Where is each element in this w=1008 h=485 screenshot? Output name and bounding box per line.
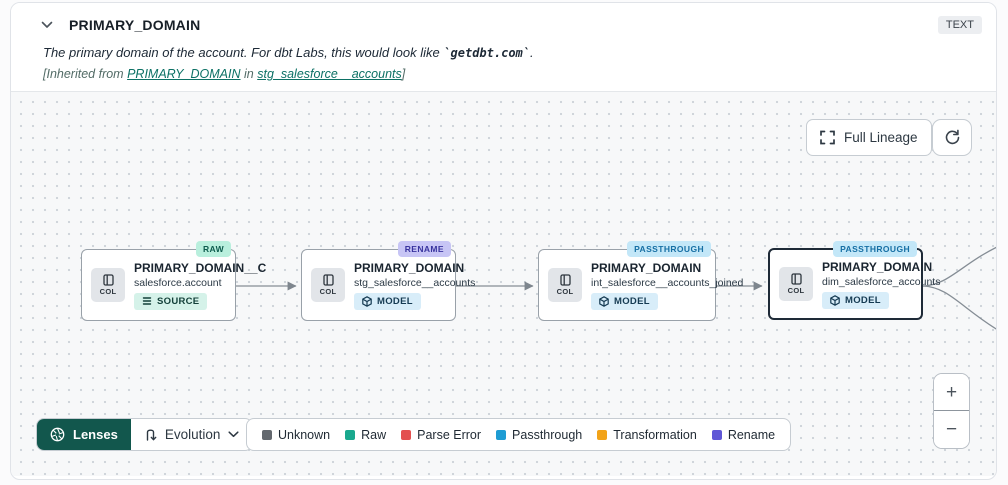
evolution-tag-passthrough: PASSTHROUGH bbox=[627, 241, 711, 257]
node-int-salesforce-accounts-joined[interactable]: PASSTHROUGH COL PRIMARY_DOMAIN int_sales… bbox=[538, 241, 743, 321]
zoom-control: + − bbox=[933, 373, 970, 449]
resource-type-badge: MODEL bbox=[591, 292, 658, 310]
evolution-legend: Unknown Raw Parse Error Passthrough Tran… bbox=[246, 418, 792, 451]
full-lineage-label: Full Lineage bbox=[844, 130, 918, 145]
column-description: The primary domain of the account. For d… bbox=[43, 45, 534, 60]
lenses-icon bbox=[50, 427, 65, 442]
lenses-control: Lenses Evolution bbox=[36, 418, 254, 451]
col-chip-label: COL bbox=[319, 287, 337, 296]
node-salesforce-account[interactable]: RAW COL PRIMARY_DOMAIN__C salesforce.acc… bbox=[81, 241, 266, 321]
column-icon bbox=[559, 274, 571, 286]
zoom-in-button[interactable]: + bbox=[934, 374, 969, 411]
legend-item-rename: Rename bbox=[711, 428, 775, 442]
column-chip: COL bbox=[548, 268, 582, 302]
legend-swatch bbox=[597, 429, 608, 440]
refresh-icon bbox=[945, 129, 959, 145]
evolution-tag-passthrough: PASSTHROUGH bbox=[833, 241, 917, 257]
node-model-name: stg_salesforce__accounts bbox=[354, 276, 476, 289]
column-type-badge: TEXT bbox=[937, 16, 982, 34]
chevron-down-icon bbox=[228, 431, 239, 438]
legend-item-raw: Raw bbox=[345, 428, 386, 442]
legend-swatch bbox=[496, 429, 507, 440]
resource-type-badge: MODEL bbox=[822, 291, 889, 309]
chevron-down-icon bbox=[41, 21, 53, 28]
evolution-icon bbox=[146, 429, 157, 441]
lineage-canvas[interactable]: Full Lineage RAW COL PRIMARY_DOMAIN__C s… bbox=[11, 91, 996, 476]
selected-lens-label: Evolution bbox=[164, 427, 221, 442]
fullscreen-icon bbox=[820, 130, 835, 145]
model-icon bbox=[830, 294, 840, 306]
node-model-name: salesforce.account bbox=[134, 276, 222, 289]
node-model-name: dim_salesforce_accounts bbox=[822, 275, 941, 288]
resource-type-badge: MODEL bbox=[354, 292, 421, 310]
node-model-name: int_salesforce__accounts_joined bbox=[591, 276, 744, 289]
refresh-button[interactable] bbox=[932, 119, 972, 156]
page-title: PRIMARY_DOMAIN bbox=[69, 17, 201, 33]
legend-swatch bbox=[401, 429, 412, 440]
node-dim-salesforce-accounts[interactable]: PASSTHROUGH COL PRIMARY_DOMAIN dim_sales… bbox=[768, 241, 940, 320]
model-icon bbox=[599, 295, 609, 307]
column-icon bbox=[790, 273, 802, 285]
node-column-name: PRIMARY_DOMAIN__C bbox=[134, 260, 267, 275]
evolution-tag-raw: RAW bbox=[195, 241, 231, 257]
node-column-name: PRIMARY_DOMAIN bbox=[354, 260, 465, 275]
source-icon bbox=[142, 297, 152, 305]
inherited-column-link[interactable]: PRIMARY_DOMAIN bbox=[127, 67, 241, 81]
inherited-from-note: [Inherited from PRIMARY_DOMAIN in stg_sa… bbox=[43, 67, 406, 81]
zoom-out-button[interactable]: − bbox=[934, 411, 969, 448]
collapse-button[interactable] bbox=[37, 15, 57, 35]
node-stg-salesforce-accounts[interactable]: RENAME COL PRIMARY_DOMAIN stg_salesforce… bbox=[301, 241, 475, 321]
column-icon bbox=[102, 274, 114, 286]
lenses-label: Lenses bbox=[73, 427, 118, 442]
full-lineage-button[interactable]: Full Lineage bbox=[806, 119, 932, 156]
column-chip: COL bbox=[91, 268, 125, 302]
evolution-tag-rename: RENAME bbox=[397, 241, 451, 257]
legend-item-parse-error: Parse Error bbox=[401, 428, 481, 442]
legend-swatch bbox=[345, 429, 356, 440]
model-icon bbox=[362, 295, 372, 307]
col-chip-label: COL bbox=[787, 286, 805, 295]
lens-select[interactable]: Evolution bbox=[131, 419, 253, 450]
col-chip-label: COL bbox=[556, 287, 574, 296]
column-chip: COL bbox=[311, 268, 345, 302]
node-column-name: PRIMARY_DOMAIN bbox=[822, 259, 933, 274]
lenses-button[interactable]: Lenses bbox=[37, 419, 131, 450]
col-chip-label: COL bbox=[99, 287, 117, 296]
column-header: PRIMARY_DOMAIN TEXT The primary domain o… bbox=[11, 3, 996, 81]
legend-swatch bbox=[711, 429, 722, 440]
legend-item-unknown: Unknown bbox=[262, 428, 330, 442]
column-icon bbox=[322, 274, 334, 286]
column-details-card: PRIMARY_DOMAIN TEXT The primary domain o… bbox=[10, 2, 997, 480]
inline-code: `getdbt.com` bbox=[443, 46, 531, 60]
legend-swatch bbox=[262, 429, 272, 440]
resource-type-badge: SOURCE bbox=[134, 292, 208, 310]
column-chip: COL bbox=[779, 267, 813, 301]
node-column-name: PRIMARY_DOMAIN bbox=[591, 260, 702, 275]
legend-item-transformation: Transformation bbox=[597, 428, 697, 442]
legend-item-passthrough: Passthrough bbox=[496, 428, 582, 442]
inherited-model-link[interactable]: stg_salesforce__accounts bbox=[257, 67, 402, 81]
